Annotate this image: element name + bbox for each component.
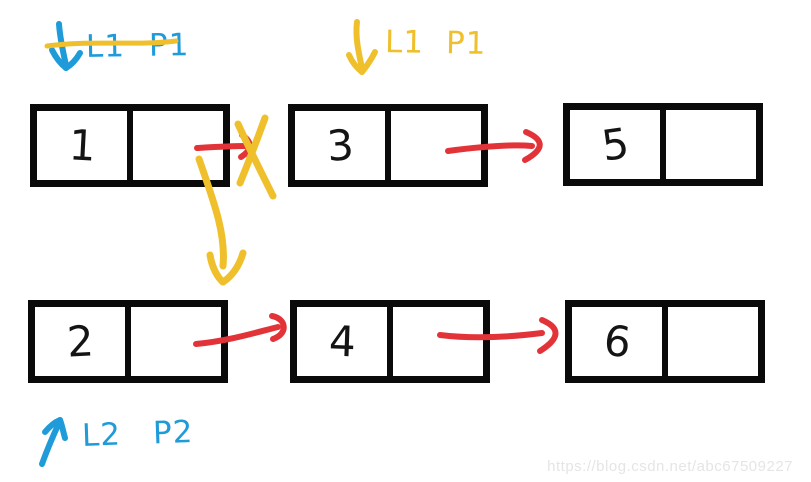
node2-pointer-cell [131, 307, 221, 376]
up-arrow-icon [39, 417, 68, 467]
watermark-url: https://blog.csdn.net/abc67509227 [547, 458, 793, 475]
node5-pointer-cell [666, 110, 756, 179]
node3-value: 3 [324, 119, 356, 171]
down-arrow-icon [346, 19, 378, 75]
node3-pointer-cell [391, 111, 481, 180]
cross-out-x-icon [234, 114, 277, 200]
node6-value-cell: 6 [572, 307, 662, 376]
label-l1-token: L1 [85, 28, 126, 65]
node2-value: 2 [65, 315, 95, 367]
node5-cell-divider [660, 107, 666, 182]
node6-pointer-cell [668, 307, 758, 376]
node5-value: 5 [598, 117, 632, 171]
list1-node-1: 1 [30, 104, 230, 187]
down-arrow-icon [49, 21, 83, 71]
node1-value-cell: 1 [37, 111, 127, 180]
node3-cell-divider [385, 108, 391, 183]
node2-cell-divider [125, 304, 131, 379]
node6-cell-divider [662, 304, 668, 379]
node6-value: 6 [601, 315, 633, 367]
node1-value: 1 [67, 119, 97, 171]
label-l1-token: L1 [384, 24, 425, 61]
node2-value-cell: 2 [35, 307, 125, 376]
list1-node-5: 5 [563, 103, 763, 186]
list1-node-3: 3 [288, 104, 488, 187]
node1-cell-divider [127, 108, 133, 183]
node1-pointer-cell [133, 111, 223, 180]
label-l1p1-old: L1 P1 [86, 27, 190, 65]
label-l2p2: L2 P2 [81, 414, 194, 454]
label-l2-token: L2 [81, 416, 122, 454]
label-l1p1-new: L1 P1 [385, 24, 487, 62]
list2-node-4: 4 [290, 300, 490, 383]
list2-node-2: 2 [28, 300, 228, 383]
node4-value: 4 [327, 316, 357, 366]
node5-value-cell: 5 [570, 110, 660, 179]
list2-node-6: 6 [565, 300, 765, 383]
node4-value-cell: 4 [297, 307, 387, 376]
node4-pointer-cell [393, 307, 483, 376]
label-p2-token: P2 [152, 414, 195, 452]
node3-value-cell: 3 [295, 111, 385, 180]
node4-cell-divider [387, 304, 393, 379]
label-p1-token: P1 [445, 25, 487, 62]
label-p1-token: P1 [148, 27, 190, 64]
